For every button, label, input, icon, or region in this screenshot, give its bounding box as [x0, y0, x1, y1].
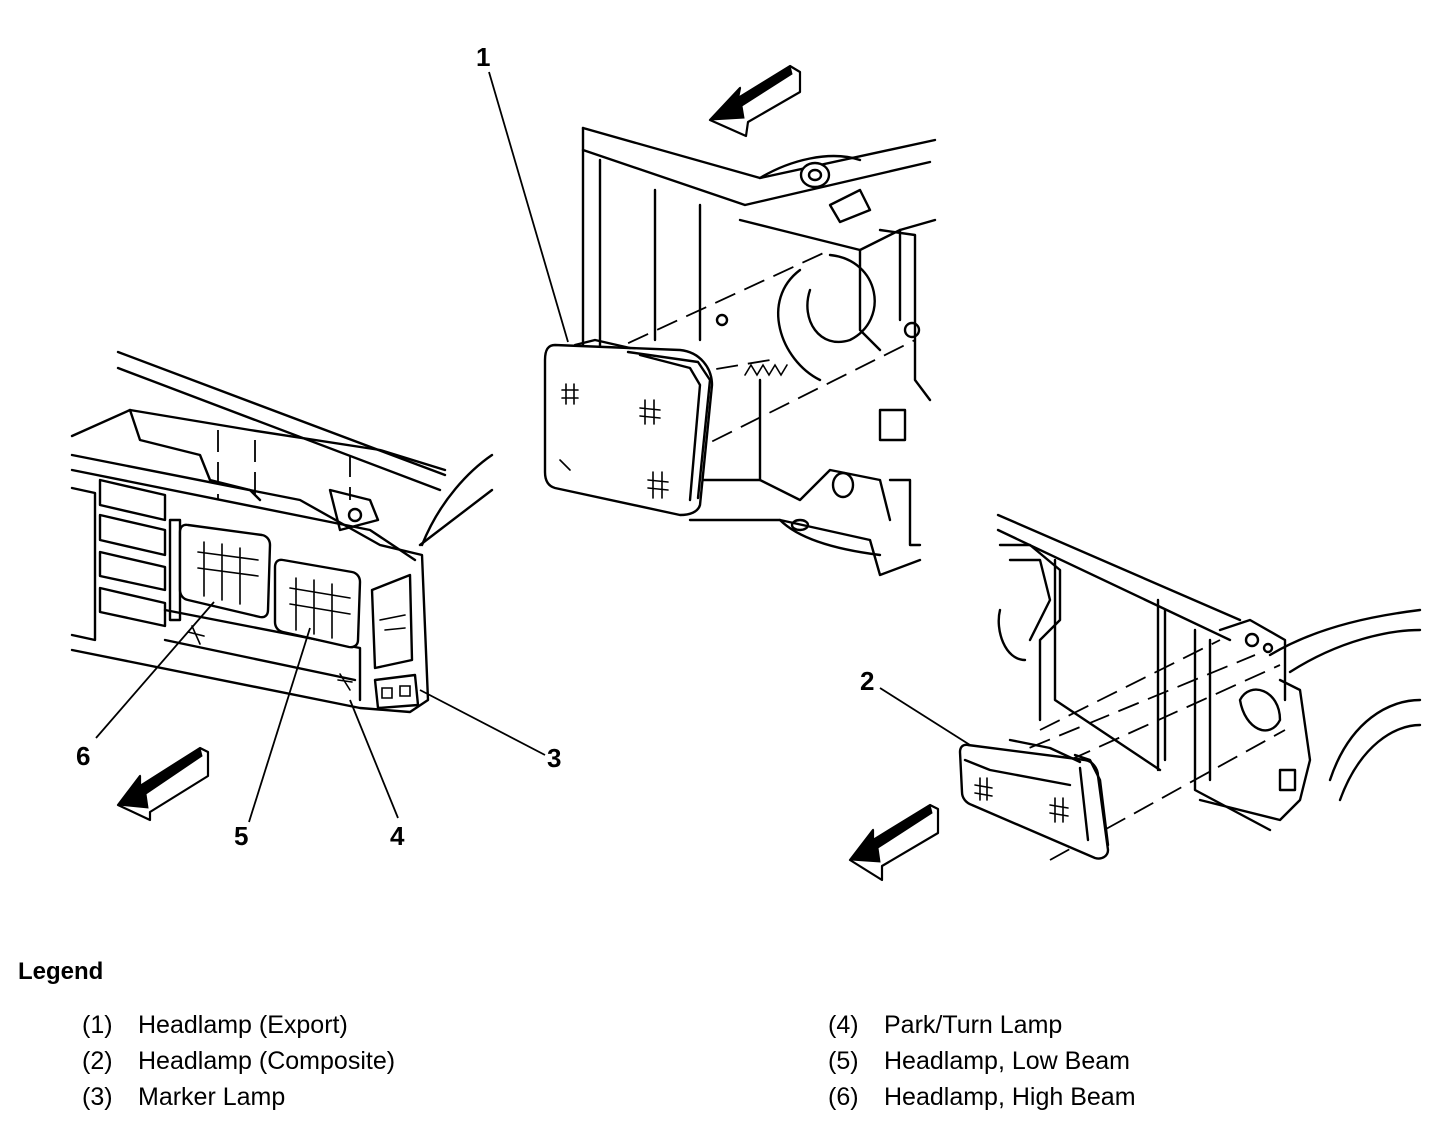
- callout-6: 6: [76, 741, 90, 771]
- legend-label: Marker Lamp: [138, 1083, 286, 1111]
- legend-label: Headlamp (Composite): [138, 1047, 396, 1075]
- composite-headlamp-assembly: [848, 513, 1422, 882]
- front-direction-arrow-icon: [708, 64, 802, 138]
- legend-number: (3): [82, 1083, 113, 1111]
- legend-label: Headlamp (Export): [138, 1011, 348, 1039]
- legend-number: (2): [82, 1047, 113, 1075]
- callout-5: 5: [234, 821, 248, 851]
- legend-label: Headlamp, Low Beam: [884, 1047, 1130, 1075]
- legend-column-left: (1) Headlamp (Export) (2) Headlamp (Comp…: [82, 1010, 395, 1118]
- legend-item: (5) Headlamp, Low Beam: [828, 1046, 1136, 1082]
- front-direction-arrow-icon: [848, 803, 940, 882]
- legend-title: Legend: [18, 958, 104, 985]
- legend-label: Park/Turn Lamp: [884, 1011, 1063, 1039]
- legend-item: (3) Marker Lamp: [82, 1082, 395, 1118]
- callout-1: 1: [476, 42, 490, 72]
- headlamp-exploded-diagram: 1 2 3 4 5 6: [70, 42, 1422, 882]
- legend-number: (4): [828, 1011, 859, 1039]
- legend-column-right: (4) Park/Turn Lamp (5) Headlamp, Low Bea…: [828, 1010, 1136, 1118]
- legend-item: (2) Headlamp (Composite): [82, 1046, 395, 1082]
- legend-item: (6) Headlamp, High Beam: [828, 1082, 1136, 1118]
- front-direction-arrow-icon: [116, 746, 210, 822]
- legend-number: (5): [828, 1047, 859, 1075]
- legend-number: (6): [828, 1083, 859, 1111]
- callout-4: 4: [390, 821, 405, 851]
- grille-headlamp-assembly: [70, 350, 546, 823]
- export-headlamp-assembly: [488, 64, 937, 577]
- legend-item: (1) Headlamp (Export): [82, 1010, 395, 1046]
- legend-label: Headlamp, High Beam: [884, 1083, 1136, 1111]
- callout-3: 3: [547, 743, 561, 773]
- callout-2: 2: [860, 666, 874, 696]
- legend-number: (1): [82, 1011, 113, 1039]
- legend-item: (4) Park/Turn Lamp: [828, 1010, 1136, 1046]
